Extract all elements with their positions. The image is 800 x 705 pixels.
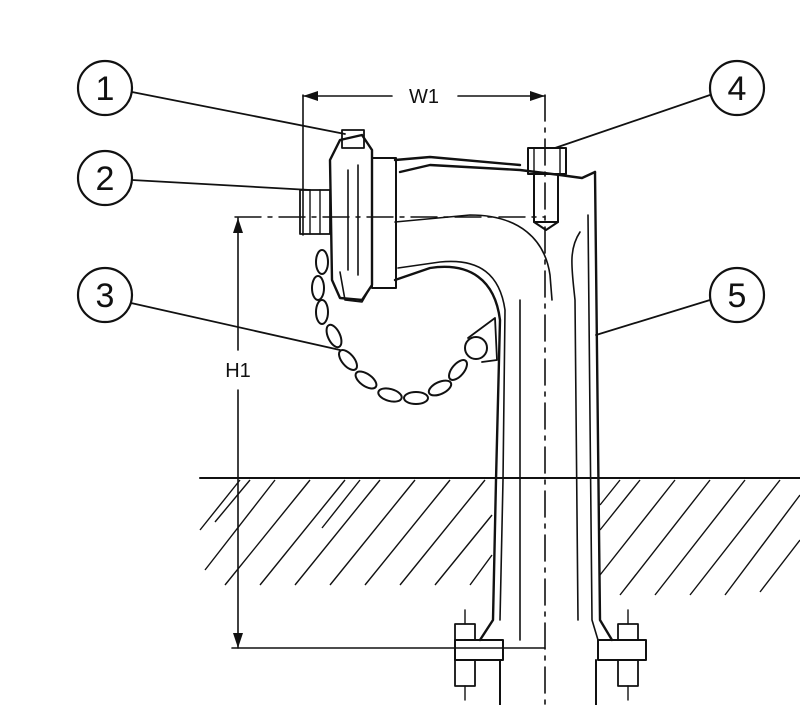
- callout-5-label: 5: [728, 277, 747, 315]
- centerlines: [234, 94, 546, 705]
- outlet-cap: [299, 129, 397, 303]
- ground-hatching-left: [199, 479, 493, 586]
- bottom-bolts: [454, 609, 639, 701]
- w1-label: W1: [409, 86, 439, 108]
- ground: [199, 477, 800, 649]
- callout-4: 4: [554, 59, 766, 149]
- ground-cutout: [493, 479, 599, 649]
- h1-label: H1: [225, 360, 251, 382]
- callout-2-label: 2: [96, 160, 115, 198]
- callout-4-label: 4: [728, 70, 747, 108]
- callout-1: 1: [76, 59, 346, 135]
- callout-5: 5: [595, 266, 766, 336]
- dimension-w1: W1: [302, 86, 546, 236]
- hydrant-body: [393, 155, 647, 705]
- top-bolt: [527, 147, 567, 231]
- callout-1-label: 1: [96, 70, 115, 108]
- callout-3-label: 3: [96, 277, 115, 315]
- chain: [311, 249, 498, 405]
- bottom-flange-right: [597, 639, 647, 661]
- callout-2: 2: [76, 149, 311, 207]
- ground-hatching-right: [599, 479, 800, 596]
- callout-3: 3: [76, 266, 341, 351]
- bottom-flange-left: [454, 639, 504, 661]
- dimension-h1: H1: [225, 217, 546, 649]
